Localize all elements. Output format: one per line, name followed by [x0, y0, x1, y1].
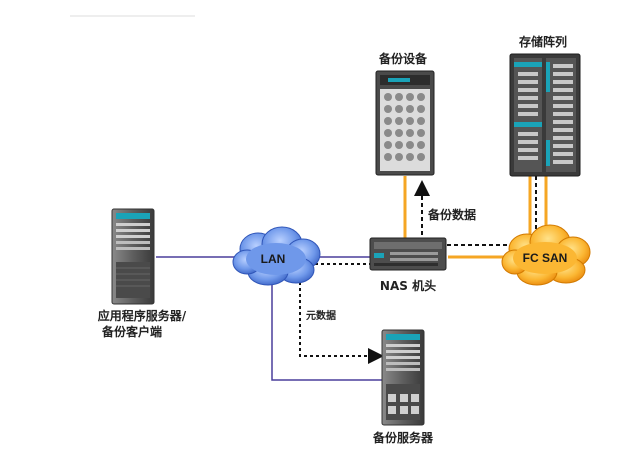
link-lan-backup-server	[271, 280, 382, 381]
storage-array	[509, 53, 581, 177]
storage-array-label: 存储阵列	[518, 34, 567, 49]
backup-server-accent	[386, 334, 420, 340]
app-server-label-line2: 备份客户端	[101, 324, 162, 339]
network-links	[156, 176, 548, 381]
metadata-label: 元数据	[306, 309, 336, 322]
nas-head	[369, 237, 447, 271]
backup-server	[381, 329, 425, 426]
fc-san-label: FC SAN	[523, 251, 568, 265]
lan-cloud	[232, 226, 321, 286]
backup-server-label: 备份服务器	[372, 430, 434, 445]
app-server-accent	[116, 213, 150, 219]
nas-head-label: NAS 机头	[380, 278, 436, 293]
flow-metadata	[299, 263, 384, 364]
lan-label: LAN	[261, 252, 286, 266]
app-server	[111, 208, 155, 305]
backup-device-label: 备份设备	[378, 51, 428, 66]
backup-data-label: 备份数据	[427, 207, 476, 222]
fc-san-cloud	[501, 224, 591, 286]
data-flow-paths	[299, 176, 537, 364]
app-server-label-line1: 应用程序服务器/	[98, 308, 187, 323]
backup-device	[375, 70, 435, 176]
flow-array-to-nas	[426, 176, 537, 246]
